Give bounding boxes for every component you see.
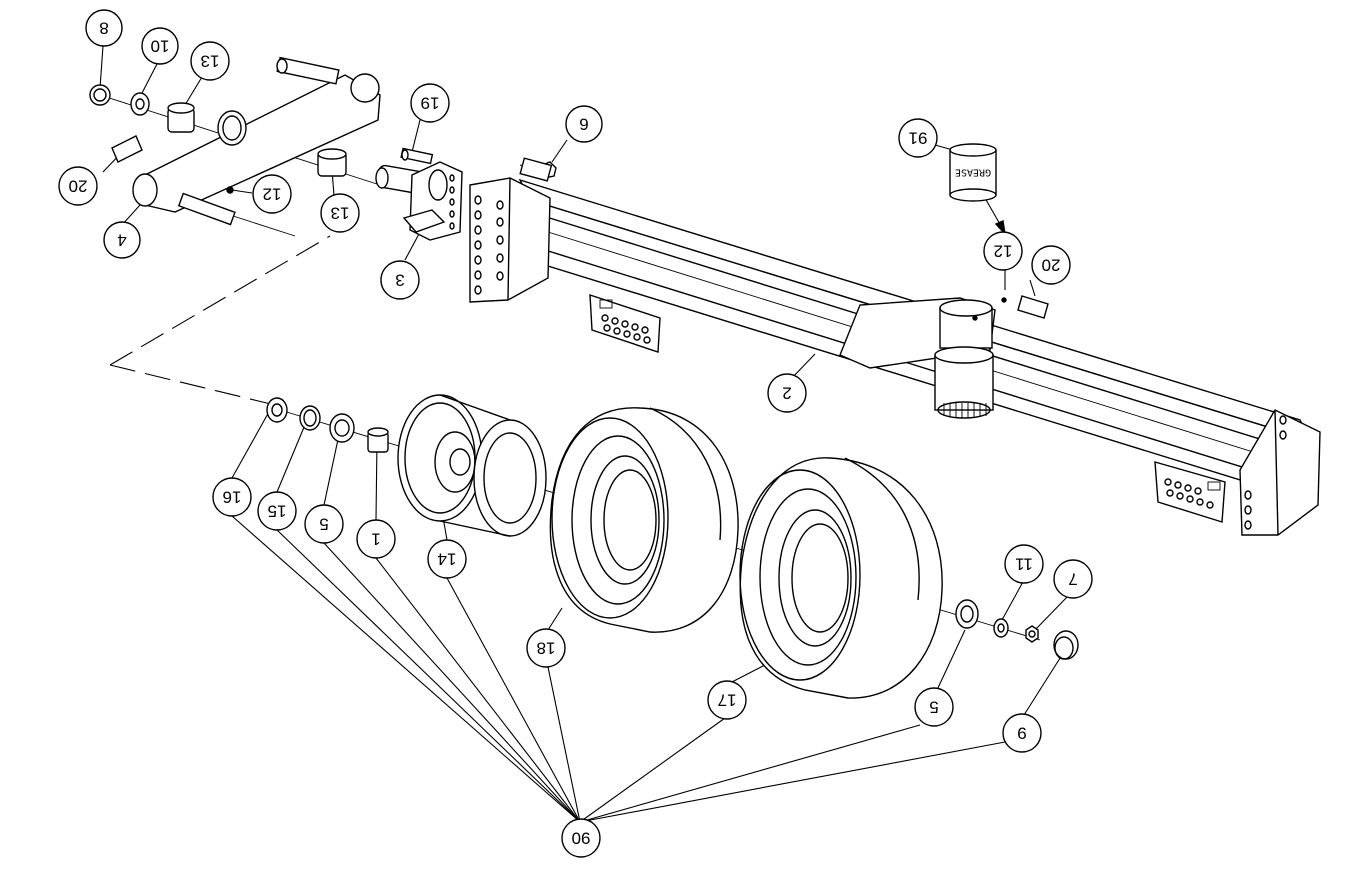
reflector-right (1154, 461, 1226, 523)
callout-8: 8 (85, 9, 123, 47)
callout-13-lower: 13 (320, 193, 360, 233)
bracket-holes (449, 174, 455, 230)
svg-text:1: 1 (371, 530, 380, 549)
callout-5: 5 (304, 504, 344, 544)
spline-teeth (943, 403, 987, 418)
svg-text:13: 13 (201, 52, 220, 71)
left-plate-holes (474, 195, 504, 295)
callout-20: 20 (58, 166, 98, 206)
callout-91: 91 (898, 118, 938, 158)
callout-12: 12 (252, 174, 292, 214)
callout-7: 7 (1053, 559, 1093, 599)
callout-19: 19 (410, 83, 450, 123)
callout-16: 16 (212, 477, 252, 517)
svg-text:3: 3 (395, 271, 404, 290)
callout-14: 14 (427, 539, 467, 579)
svg-text:8: 8 (99, 19, 108, 38)
wheel-hub (266, 394, 547, 537)
svg-text:20: 20 (1042, 256, 1061, 275)
svg-text:13: 13 (331, 204, 350, 223)
svg-text:11: 11 (1015, 555, 1033, 574)
decal-20-right (1017, 295, 1049, 319)
callout-20-right: 20 (1031, 245, 1071, 285)
callout-5-right: 5 (914, 687, 954, 727)
main-frame (469, 177, 1321, 536)
svg-text:10: 10 (151, 37, 170, 56)
svg-text:2: 2 (782, 384, 791, 403)
callout-6: 6 (565, 105, 603, 143)
tire-18 (549, 407, 739, 633)
svg-text:19: 19 (421, 94, 440, 113)
svg-text:16: 16 (223, 488, 242, 507)
svg-text:15: 15 (268, 502, 287, 521)
upper-assembly (89, 56, 557, 241)
svg-text:5: 5 (929, 698, 938, 717)
decal-20-left (111, 135, 143, 163)
svg-text:12: 12 (994, 242, 1013, 261)
svg-text:12: 12 (263, 185, 282, 204)
svg-text:5: 5 (319, 515, 328, 534)
callout-1: 1 (356, 519, 396, 559)
right-plate-holes (1244, 415, 1287, 530)
callout-15: 15 (257, 491, 297, 531)
callout-9: 9 (1002, 713, 1042, 753)
reflector-left (589, 294, 661, 353)
callout-90: 90 (561, 818, 601, 858)
svg-text:20: 20 (69, 177, 88, 196)
svg-text:14: 14 (438, 550, 457, 569)
callout-12-right: 12 (983, 231, 1023, 271)
grease-tube: GREASE (949, 143, 997, 202)
svg-text:91: 91 (909, 129, 928, 148)
callout-13: 13 (190, 41, 230, 81)
svg-text:9: 9 (1017, 724, 1026, 743)
svg-text:7: 7 (1068, 570, 1077, 589)
svg-text:17: 17 (718, 691, 737, 710)
svg-text:6: 6 (579, 115, 588, 134)
callout-3: 3 (380, 260, 420, 300)
callout-18: 18 (526, 628, 566, 668)
callout-balloons: 8 10 13 20 12 13 4 19 (58, 9, 1093, 858)
callout-17: 17 (707, 680, 747, 720)
axle-end-parts (955, 599, 1079, 660)
callout-11: 11 (1004, 544, 1044, 584)
grease-label: GREASE (955, 167, 991, 178)
callout-2: 2 (767, 373, 807, 413)
svg-text:18: 18 (537, 639, 556, 658)
callout-10: 10 (141, 27, 179, 65)
tire-17 (739, 457, 943, 699)
svg-text:4: 4 (117, 231, 126, 250)
callout-4: 4 (103, 221, 141, 259)
svg-text:90: 90 (572, 829, 591, 848)
